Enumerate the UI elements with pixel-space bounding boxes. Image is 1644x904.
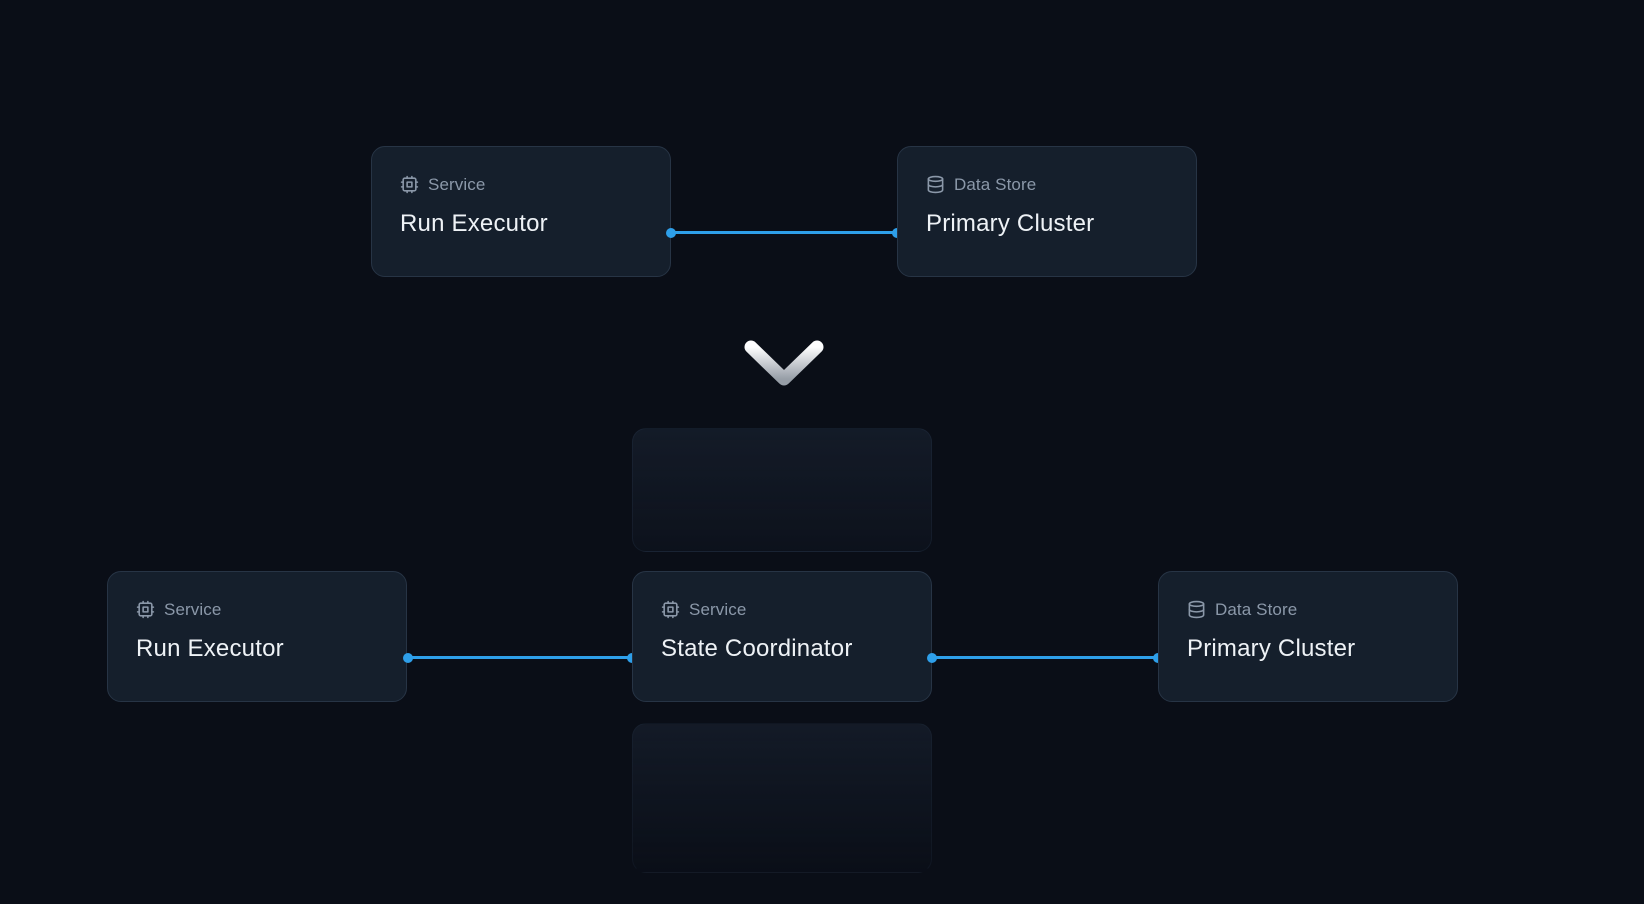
node-type-label: Data Store — [1215, 599, 1298, 619]
node-type-row: Data Store — [926, 173, 1168, 195]
node-type-label: Service — [428, 174, 486, 194]
node-card-primary-cluster-bottom: Data Store Primary Cluster — [1158, 571, 1458, 702]
ghost-card-above — [632, 428, 932, 552]
node-type-row: Service — [136, 598, 378, 620]
node-card-run-executor-top: Service Run Executor — [371, 146, 671, 277]
node-title: Primary Cluster — [1187, 635, 1356, 662]
node-card-run-executor-bottom: Service Run Executor — [107, 571, 407, 702]
database-icon — [926, 175, 945, 194]
node-type-label: Service — [689, 599, 747, 619]
connector-endpoint-dot — [927, 653, 937, 663]
node-title: Run Executor — [136, 635, 284, 662]
node-type-row: Service — [661, 598, 903, 620]
ghost-card-below — [632, 723, 932, 873]
node-type-label: Data Store — [954, 174, 1037, 194]
chip-icon — [136, 600, 155, 619]
node-title: Primary Cluster — [926, 210, 1095, 237]
node-type-row: Data Store — [1187, 598, 1429, 620]
node-card-primary-cluster-top: Data Store Primary Cluster — [897, 146, 1197, 277]
chevron-down-icon — [740, 335, 828, 393]
chip-icon — [400, 175, 419, 194]
database-icon — [1187, 600, 1206, 619]
chip-icon — [661, 600, 680, 619]
connector-line-top — [671, 231, 897, 234]
node-title: Run Executor — [400, 210, 548, 237]
connector-line-bottom-left — [408, 656, 632, 659]
node-title: State Coordinator — [661, 635, 853, 662]
connector-endpoint-dot — [403, 653, 413, 663]
node-card-state-coordinator: Service State Coordinator — [632, 571, 932, 702]
node-type-label: Service — [164, 599, 222, 619]
connector-line-bottom-right — [932, 656, 1158, 659]
node-type-row: Service — [400, 173, 642, 195]
connector-endpoint-dot — [666, 228, 676, 238]
